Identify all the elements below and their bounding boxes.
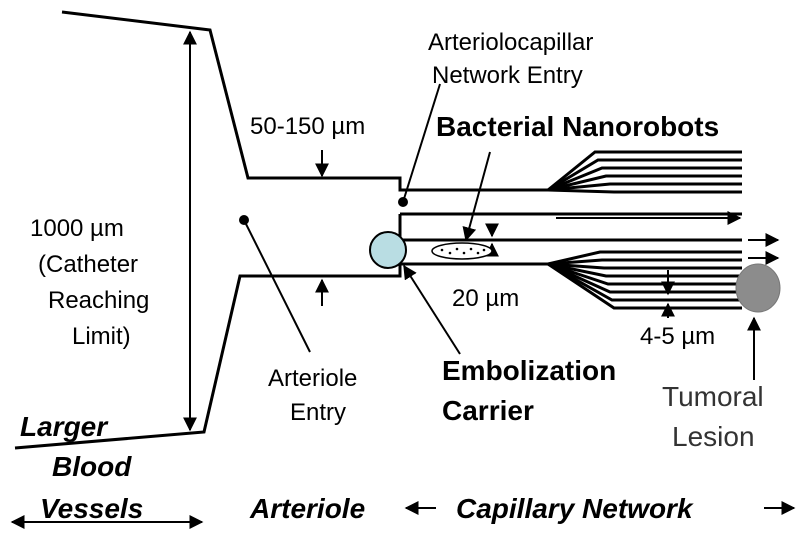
catheter-label-4: Limit) (72, 323, 131, 350)
embolization-label-2: Carrier (442, 395, 534, 426)
larger-vessels-label-1: Larger (20, 411, 109, 442)
embolization-carrier-circle (369, 231, 407, 269)
network-entry-label-1: Arteriolocapillar (428, 29, 593, 56)
arteriole-region-label: Arteriole (249, 493, 365, 524)
arteriole-entry-label-1: Arteriole (268, 365, 357, 392)
large-vessel-lower-wall (14, 262, 548, 450)
catheter-label-1: 1000 µm (30, 215, 124, 242)
catheter-label-3: Reaching (48, 287, 149, 314)
larger-vessels-label-2: Blood (52, 451, 132, 482)
arteriole-width-label: 50-150 µm (250, 113, 365, 140)
large-vessel-upper-wall (61, 10, 548, 192)
embolization-pointer (403, 264, 461, 355)
arteriole-entry-leader (243, 219, 311, 353)
arteriole-entry-label-2: Entry (290, 399, 346, 426)
bacterial-nanorobots-label: Bacterial Nanorobots (436, 111, 719, 142)
small-capillary-width-label: 4-5 µm (640, 323, 715, 350)
tumoral-lesion-shape (735, 263, 781, 313)
embolization-label-1: Embolization (442, 355, 616, 386)
network-entry-leader (402, 83, 441, 203)
tumoral-label-1: Tumoral (662, 381, 764, 412)
capillary-region-label: Capillary Network (456, 493, 694, 524)
upper-capillary-fan (547, 150, 742, 194)
larger-vessels-label-3: Vessels (40, 493, 143, 524)
nanorobots-pointer (462, 151, 491, 242)
capillary-width-label: 20 µm (452, 285, 519, 312)
nanorobot-cluster (431, 242, 493, 260)
lower-capillary-fan (547, 250, 742, 310)
tumoral-label-2: Lesion (672, 421, 755, 452)
network-entry-label-2: Network Entry (432, 62, 583, 89)
catheter-label-2: (Catheter (38, 251, 138, 278)
